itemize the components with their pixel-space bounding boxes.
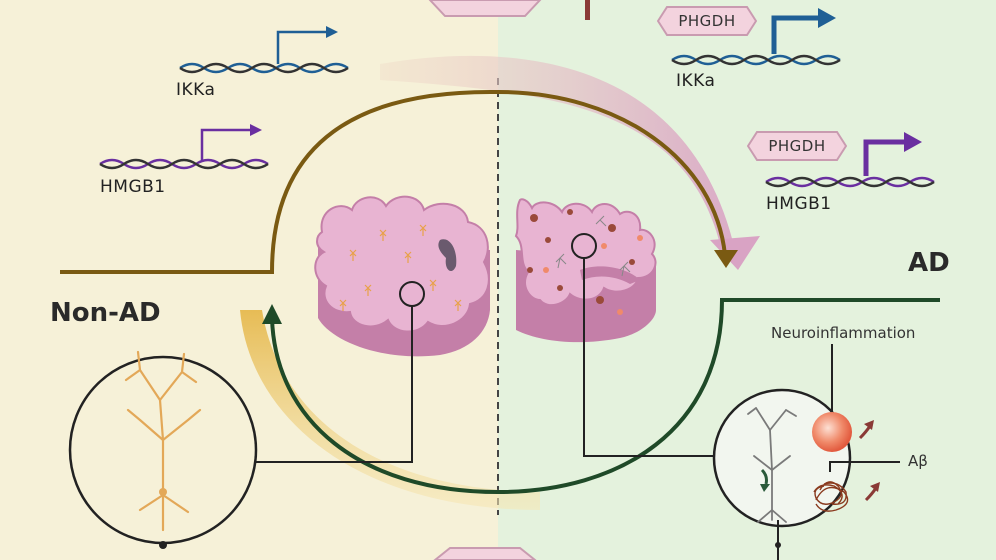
abeta-label: Aβ [908,452,928,470]
dna-ikka-left [179,26,349,74]
phgdh-box-hmgb1: PHGDH [747,131,847,161]
neuron-zoom-non-ad [68,350,258,545]
brain-slice-ad [514,198,657,343]
dna-ikka-right [671,8,841,66]
phgdh-label-top: PHGDH [678,12,736,30]
pink-progress-arrow [380,55,735,252]
neuroinflammation-label: Neuroinflammation [771,324,916,342]
ad-label: AD [908,248,950,278]
phgdh-label-bottom: PHGDH [768,137,826,155]
brain-slice-non-ad [314,195,490,357]
amyloid-plaque-icon [813,481,849,512]
brown-path-arrow [60,89,727,274]
phgdh-box-ikka: PHGDH [657,6,757,36]
microglia-icon [812,412,852,452]
dna-hmgb1-right [765,132,935,188]
non-ad-label: Non-AD [50,298,161,328]
phgdh-bottom-partial [433,547,537,560]
gene-label-hmgb1-right: HMGB1 [766,194,832,214]
green-path-arrow [270,298,940,495]
gene-label-ikka-left: IKKa [176,80,216,100]
inhibition-mark [585,0,590,20]
phgdh-top-partial [428,0,542,17]
gene-label-hmgb1-left: HMGB1 [100,177,166,197]
gene-label-ikka-right: IKKa [676,71,716,91]
neuron-zoom-ad [712,388,880,528]
dna-hmgb1-left [99,124,269,170]
